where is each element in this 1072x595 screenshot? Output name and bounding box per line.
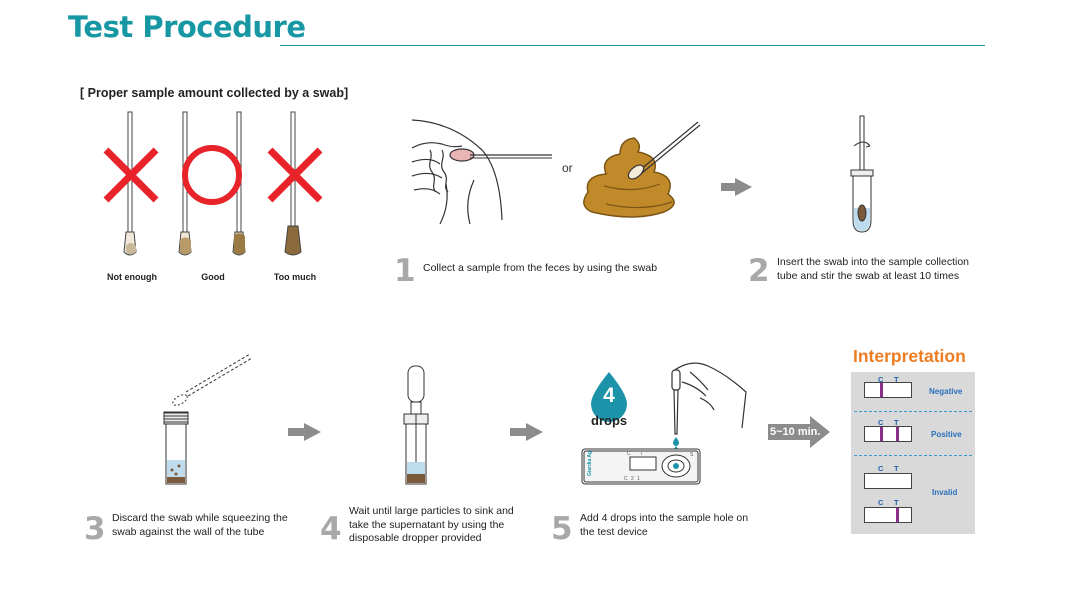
wait-time-label: 5~10 min.	[770, 426, 821, 438]
swab-label-good: Good	[201, 272, 225, 282]
step-number-5: 5	[551, 511, 573, 547]
step-text-1: Collect a sample from the feces by using…	[423, 262, 658, 274]
control-line-band	[880, 383, 883, 397]
result-window-invalid-2	[864, 507, 912, 523]
arrow-right-icon	[721, 178, 752, 196]
result-label-negative: Negative	[929, 387, 963, 396]
drop-badge-icon	[591, 372, 627, 422]
arrow-right-icon-4	[768, 416, 830, 448]
test-device-icon	[581, 448, 701, 485]
step-text-4: Wait until large particles to sink and t…	[349, 505, 514, 544]
device-s-mark: S	[690, 452, 694, 458]
step-number-3: 3	[84, 511, 106, 547]
t-label: T	[894, 498, 899, 507]
step-number-2: 2	[748, 253, 770, 289]
swab-in-feces-icon	[627, 121, 701, 180]
hand-swab-icon	[411, 119, 552, 225]
device-t-mark: T	[640, 451, 644, 457]
circle-mark-icon	[182, 145, 242, 205]
c-label: C	[878, 375, 884, 384]
test-line-band	[896, 427, 899, 441]
cross-mark-icon-2	[267, 147, 323, 203]
step-text-3: Discard the swab while squeezing the swa…	[112, 512, 288, 538]
result-label-positive: Positive	[931, 430, 962, 439]
device-label: Giardia Ag	[587, 450, 593, 476]
t-label: T	[894, 375, 899, 384]
interpretation-panel: C T Negative C T Positive C T Invalid C …	[851, 372, 975, 534]
or-text: or	[562, 161, 573, 175]
step-number-1: 1	[394, 253, 416, 289]
tube-step3-icon	[163, 411, 189, 485]
control-line-band	[880, 427, 883, 441]
c-label: C	[878, 464, 884, 473]
discard-swab-icon	[172, 353, 253, 406]
step-text-5: Add 4 drops into the sample hole on the …	[580, 512, 749, 538]
t-label: T	[894, 418, 899, 427]
swab-label-not-enough: Not enough	[107, 272, 157, 282]
collection-tube-icon	[850, 115, 874, 233]
step-number-4: 4	[320, 511, 342, 547]
c-label: C	[878, 498, 884, 507]
step-text-2: Insert the swab into the sample collecti…	[777, 256, 970, 282]
device-number-marks: C 2 1	[624, 476, 641, 482]
result-label-invalid: Invalid	[932, 488, 958, 497]
device-c-mark: C	[627, 451, 631, 457]
drops-label: drops	[591, 413, 628, 428]
result-window-negative	[864, 382, 912, 398]
test-line-band	[896, 508, 899, 522]
divider-2	[854, 455, 972, 456]
hand-dropper-icon	[671, 362, 747, 435]
page-title: Test Procedure	[68, 10, 306, 44]
result-window-positive	[864, 426, 912, 442]
title-rule	[280, 45, 985, 46]
t-label: T	[894, 464, 899, 473]
swab-amount-heading: [ Proper sample amount collected by a sw…	[80, 86, 349, 100]
arrow-right-icon-2	[288, 423, 321, 441]
divider	[854, 411, 972, 412]
result-window-invalid-1	[864, 473, 912, 489]
drops-count: 4	[603, 384, 615, 407]
c-label: C	[878, 418, 884, 427]
tube-dropper-icon	[403, 365, 429, 485]
swab-label-too-much: Too much	[273, 272, 317, 282]
cross-mark-icon	[103, 147, 159, 203]
arrow-right-icon-3	[510, 423, 543, 441]
interpretation-title: Interpretation	[853, 346, 966, 366]
